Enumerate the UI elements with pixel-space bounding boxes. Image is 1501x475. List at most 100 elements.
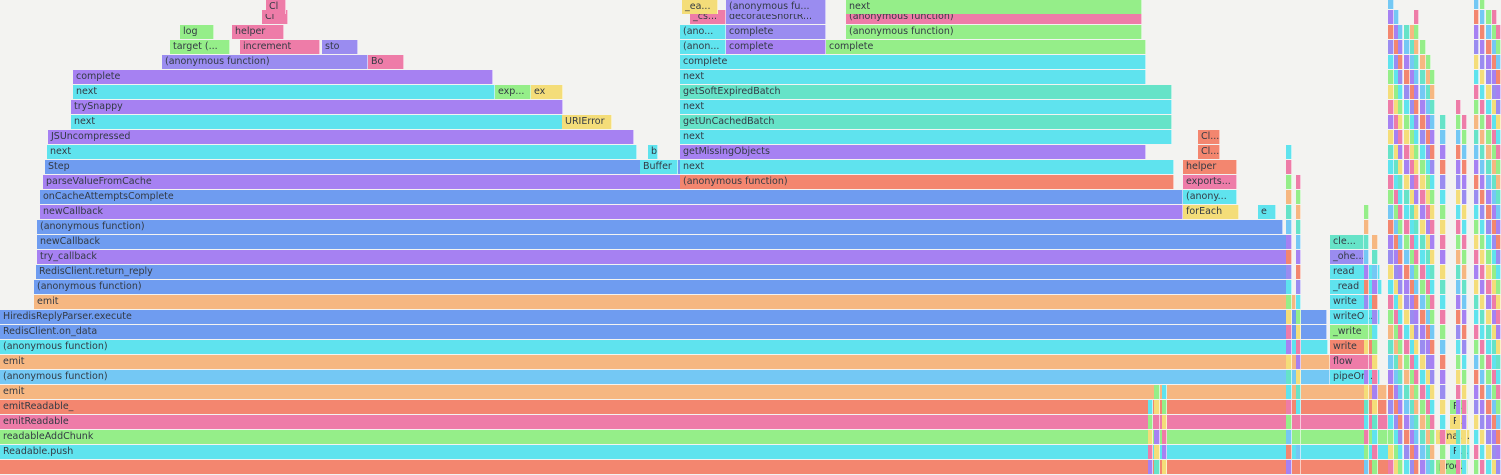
flame-frame[interactable]: exports... <box>1183 175 1237 189</box>
narrow-stack-frame[interactable] <box>1388 325 1394 339</box>
narrow-stack-frame[interactable] <box>1462 415 1467 429</box>
narrow-stack-frame[interactable] <box>1420 265 1426 279</box>
flame-frame[interactable]: forEach <box>1183 205 1239 219</box>
narrow-stack-frame[interactable] <box>1480 85 1485 99</box>
narrow-stack-frame[interactable] <box>1480 430 1485 444</box>
narrow-stack-frame[interactable] <box>1388 130 1394 144</box>
narrow-stack-frame[interactable] <box>1420 280 1426 294</box>
narrow-stack-frame[interactable] <box>1398 70 1403 84</box>
narrow-stack-frame[interactable] <box>1456 190 1461 204</box>
narrow-stack-frame[interactable] <box>1296 340 1301 354</box>
narrow-stack-frame[interactable] <box>1388 160 1394 174</box>
narrow-stack-frame[interactable] <box>1496 205 1501 219</box>
flame-frame[interactable]: (anony... <box>1183 190 1237 204</box>
narrow-stack-frame[interactable] <box>1296 370 1301 384</box>
flame-frame[interactable]: helper <box>232 25 284 39</box>
flame-frame[interactable]: onCacheAttemptsComplete <box>40 190 1183 204</box>
narrow-stack-frame[interactable] <box>1474 445 1479 459</box>
flame-frame[interactable]: increment <box>240 40 320 54</box>
narrow-stack-frame[interactable] <box>1364 445 1369 459</box>
narrow-stack-frame[interactable] <box>1430 175 1435 189</box>
narrow-stack-frame[interactable] <box>1462 310 1467 324</box>
narrow-stack-frame[interactable] <box>1420 460 1426 474</box>
narrow-stack-frame[interactable] <box>1414 160 1419 174</box>
narrow-stack-frame[interactable] <box>1414 340 1419 354</box>
flame-frame[interactable]: RedisClient.on_data <box>0 325 1327 339</box>
narrow-stack-frame[interactable] <box>1286 280 1292 294</box>
narrow-stack-frame[interactable] <box>1496 310 1501 324</box>
narrow-stack-frame[interactable] <box>1440 340 1446 354</box>
narrow-stack-frame[interactable] <box>1388 295 1394 309</box>
narrow-stack-frame[interactable] <box>1296 325 1301 339</box>
flame-frame[interactable]: (anonymous fu... <box>726 0 826 14</box>
narrow-stack-frame[interactable] <box>1296 235 1301 249</box>
narrow-stack-frame[interactable] <box>1462 355 1467 369</box>
narrow-stack-frame[interactable] <box>1474 70 1479 84</box>
narrow-stack-frame[interactable] <box>1496 325 1501 339</box>
narrow-stack-frame[interactable] <box>1456 340 1461 354</box>
narrow-stack-frame[interactable] <box>1440 160 1446 174</box>
narrow-stack-frame[interactable] <box>1474 40 1479 54</box>
narrow-stack-frame[interactable] <box>1286 325 1292 339</box>
narrow-stack-frame[interactable] <box>1480 205 1485 219</box>
narrow-stack-frame[interactable] <box>1480 190 1485 204</box>
narrow-stack-frame[interactable] <box>1440 295 1446 309</box>
flame-frame[interactable]: (anonymous function) <box>846 25 1142 39</box>
narrow-stack-frame[interactable] <box>1456 235 1461 249</box>
narrow-stack-frame[interactable] <box>1414 130 1419 144</box>
narrow-stack-frame[interactable] <box>1456 160 1461 174</box>
narrow-stack-frame[interactable] <box>1462 115 1467 129</box>
narrow-stack-frame[interactable] <box>1480 280 1485 294</box>
narrow-stack-frame[interactable] <box>1486 235 1492 249</box>
narrow-stack-frame[interactable] <box>1420 370 1426 384</box>
narrow-stack-frame[interactable] <box>1398 130 1403 144</box>
narrow-stack-frame[interactable] <box>1430 190 1435 204</box>
narrow-stack-frame[interactable] <box>1296 400 1301 414</box>
narrow-stack-frame[interactable] <box>1388 70 1394 84</box>
narrow-stack-frame[interactable] <box>1440 265 1446 279</box>
narrow-stack-frame[interactable] <box>1398 265 1403 279</box>
narrow-stack-frame[interactable] <box>1462 460 1467 474</box>
narrow-stack-frame[interactable] <box>1430 205 1435 219</box>
narrow-stack-frame[interactable] <box>1430 370 1435 384</box>
narrow-stack-frame[interactable] <box>1154 460 1160 474</box>
narrow-stack-frame[interactable] <box>1486 280 1492 294</box>
narrow-stack-frame[interactable] <box>1486 220 1492 234</box>
narrow-stack-frame[interactable] <box>1154 445 1160 459</box>
narrow-stack-frame[interactable] <box>1480 220 1485 234</box>
narrow-stack-frame[interactable] <box>1456 145 1461 159</box>
narrow-stack-frame[interactable] <box>1430 160 1435 174</box>
narrow-stack-frame[interactable] <box>1480 310 1485 324</box>
narrow-stack-frame[interactable] <box>1404 40 1410 54</box>
narrow-stack-frame[interactable] <box>1496 130 1501 144</box>
narrow-stack-frame[interactable] <box>1404 310 1410 324</box>
narrow-stack-frame[interactable] <box>1440 310 1446 324</box>
narrow-stack-frame[interactable] <box>1404 460 1410 474</box>
narrow-stack-frame[interactable] <box>1420 220 1426 234</box>
narrow-stack-frame[interactable] <box>1364 250 1369 264</box>
narrow-stack-frame[interactable] <box>1286 205 1292 219</box>
flame-frame[interactable]: complete <box>826 40 1146 54</box>
narrow-stack-frame[interactable] <box>1462 445 1467 459</box>
narrow-stack-frame[interactable] <box>1162 460 1167 474</box>
narrow-stack-frame[interactable] <box>1496 415 1501 429</box>
narrow-stack-frame[interactable] <box>1474 295 1479 309</box>
narrow-stack-frame[interactable] <box>1372 340 1378 354</box>
narrow-stack-frame[interactable] <box>1404 175 1410 189</box>
narrow-stack-frame[interactable] <box>1486 175 1492 189</box>
narrow-stack-frame[interactable] <box>1364 280 1369 294</box>
flame-frame[interactable]: newCallback <box>37 235 1287 249</box>
narrow-stack-frame[interactable] <box>1414 280 1419 294</box>
narrow-stack-frame[interactable] <box>1388 25 1394 39</box>
flame-frame[interactable]: target (... <box>170 40 230 54</box>
narrow-stack-frame[interactable] <box>1404 85 1410 99</box>
narrow-stack-frame[interactable] <box>1286 340 1292 354</box>
narrow-stack-frame[interactable] <box>1388 10 1394 24</box>
narrow-stack-frame[interactable] <box>1430 400 1435 414</box>
narrow-stack-frame[interactable] <box>1462 220 1467 234</box>
narrow-stack-frame[interactable] <box>1148 430 1153 444</box>
narrow-stack-frame[interactable] <box>1414 115 1419 129</box>
narrow-stack-frame[interactable] <box>1364 400 1369 414</box>
narrow-stack-frame[interactable] <box>1474 0 1479 9</box>
narrow-stack-frame[interactable] <box>1456 400 1461 414</box>
